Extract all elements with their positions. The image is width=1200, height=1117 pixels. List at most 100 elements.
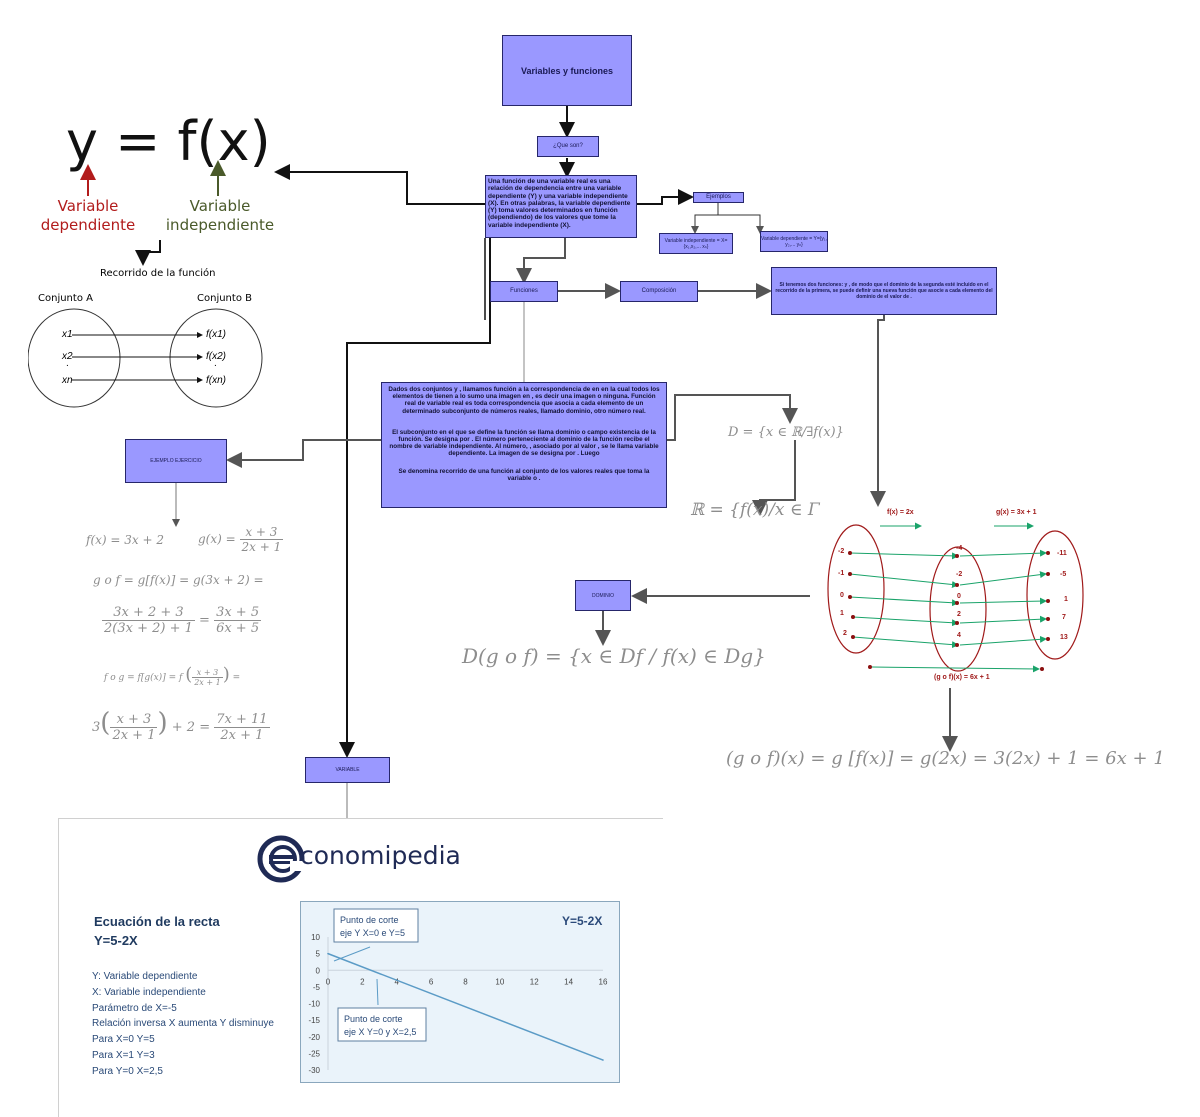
x-tick-label: 14 [564,977,573,986]
set-a-item: xn [62,375,73,386]
funciones-def-p1: Dados dos conjuntos y , llamamos función… [388,386,660,415]
series-point [602,1059,604,1061]
dominio-label: DOMINIO [592,592,614,599]
root-label: Variables y funciones [520,65,614,76]
x-tick-label: 0 [326,977,331,986]
econ-line: Para X=0 Y=5 [92,1034,155,1046]
f-def-formula: f(x) = 3x + 2 [86,533,164,547]
map-left-value: 2 [843,630,847,637]
gof-step-2-num: 3x + 2 + 3 [102,605,195,621]
funciones-def-p2: El subconjunto en el que se define la fu… [389,428,659,458]
econ-title-1: Ecuación de la recta [94,914,220,929]
x-tick-label: 12 [530,977,539,986]
funciones-def-node[interactable]: Dados dos conjuntos y , llamamos función… [381,382,667,508]
dominio-node[interactable]: DOMINIO [575,580,631,611]
econ-lines: Y: Variable dependiente X: Variable inde… [92,969,274,1080]
var-dep-label: Variable dependiente = Y={y₁, y₂,... yₙ} [761,235,827,248]
middle-ellipse [929,546,987,672]
map-left-value: -2 [838,548,845,555]
econ-line: Y: Variable dependiente [92,971,198,982]
composicion-node[interactable]: Composición [620,281,698,302]
var-indep-label: Variable independiente = X={x₁,x₂,... xₙ… [664,237,728,250]
y-tick-label: -25 [308,1049,320,1058]
que-son-node[interactable]: ¿Que son? [537,136,599,157]
range-ellipse [1026,530,1084,660]
g-def-lhs: g(x) = [198,532,236,546]
fog-step-1-num: x + 3 [192,668,223,678]
definicion-node[interactable]: Una función de una variable real es una … [485,175,637,238]
economipedia-logo-icon [257,835,305,883]
annotation-line: eje Y X=0 e Y=5 [340,928,405,938]
set-a-item: x1 [62,329,73,340]
independiente-label: Variable independiente [165,197,275,234]
y-tick-label: -10 [308,1000,320,1009]
conjunto-a-label: Conjunto A [38,293,93,304]
ejemplo-ejercicio-node[interactable]: EJEMPLO EJERCICIO [125,439,227,483]
set-a-dot: . [66,358,69,369]
definicion-text: Una función de una variable real es una … [488,178,631,229]
map-right-value: 13 [1060,634,1068,641]
econ-line: X: Variable independiente [92,986,206,998]
x-tick-label: 8 [463,977,468,986]
econ-line: Para X=1 Y=3 [92,1049,155,1061]
map-mid-value: 0 [957,593,961,600]
x-tick-label: 4 [395,977,400,986]
variable-node[interactable]: VARIABLE [305,757,390,783]
fog-step-2-den: 2x + 1 [112,728,156,743]
gof-map-label: (g o f)(x) = 6x + 1 [934,674,990,681]
ejemplos-label: Ejemplos [706,194,731,200]
dominio-composicion-formula: D(g o f) = {x ∈ Df / f(x) ∈ Dg} [462,644,766,668]
composicion-def-text: Si tenemos dos funciones: y , de modo qu… [775,282,993,300]
y-tick-label: -15 [308,1016,320,1025]
funciones-node[interactable]: Funciones [490,281,558,302]
composicion-result-formula: (g o f)(x) = g [f(x)] = g(2x) = 3(2x) + … [726,748,1165,769]
set-a-item: x2 [62,351,73,362]
map-right-value: -11 [1057,550,1067,557]
set-b-item: f(x1) [206,329,226,340]
gof-step-2-eq: = [199,613,210,628]
gof-step-2-rden: 6x + 5 [216,621,260,636]
map-mid-value: -4 [956,545,963,552]
g-map-label: g(x) = 3x + 1 [996,509,1037,516]
var-dep-node[interactable]: Variable dependiente = Y={y₁, y₂,... yₙ} [760,231,828,252]
set-a-ellipse [28,308,121,408]
map-right-value: 7 [1062,614,1066,621]
set-b-item: f(x2) [206,351,226,362]
ejemplo-ejercicio-label: EJEMPLO EJERCICIO [150,458,202,464]
y-tick-label: -20 [308,1033,320,1042]
var-indep-node[interactable]: Variable independiente = X={x₁,x₂,... xₙ… [659,233,733,254]
gof-step-2-den: 2(3x + 2) + 1 [104,621,193,636]
recorrido-def-formula: ℝ = {f(x)/x ∈ Γ [690,500,820,520]
annotation-line: Punto de corte [340,915,399,925]
mapping-diagram [827,522,1084,673]
fog-step-2-rden: 2x + 1 [220,728,264,743]
funciones-label: Funciones [510,288,538,294]
fog-step-1-den: 2x + 1 [194,678,221,687]
root-node[interactable]: Variables y funciones [502,35,632,106]
x-tick-label: 10 [495,977,504,986]
annotation-line: eje X Y=0 y X=2,5 [344,1027,416,1037]
gof-step-2-rnum: 3x + 5 [214,605,262,621]
que-son-label: ¿Que son? [553,143,583,149]
fog-step-2-pre: 3 [92,720,101,735]
map-mid-value: 4 [957,632,961,639]
ejemplos-node[interactable]: Ejemplos [693,192,744,203]
fog-step-1-lhs: f o g = f[g(x)] = f [104,673,183,683]
x-tick-label: 2 [360,977,365,986]
econ-line: Parámetro de X=-5 [92,1002,177,1014]
gof-step-1: g o f = g[f(x)] = g(3x + 2) = [93,573,264,587]
g-arrows [959,549,1047,646]
map-left-value: 1 [840,610,844,617]
sets-diagram [28,308,263,408]
map-mid-value: -2 [956,571,963,578]
fog-step-2-num: x + 3 [110,712,158,728]
map-left-value: -1 [838,570,845,577]
g-def-num: x + 3 [239,525,284,540]
map-left-value: 0 [840,592,844,599]
composicion-def-node[interactable]: Si tenemos dos funciones: y , de modo qu… [771,267,997,315]
series-line [327,952,604,1061]
